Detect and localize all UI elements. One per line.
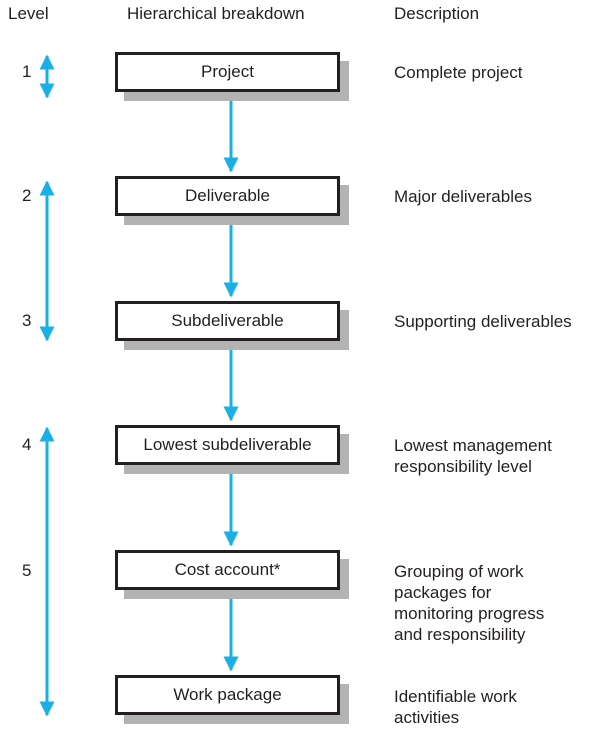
description-lowest-subdeliverable: Lowest management responsibility level (394, 436, 552, 476)
description-header: Description (394, 4, 480, 23)
cost-account-box: Cost account* (115, 550, 340, 590)
project-box: Project (115, 52, 340, 92)
description-work-package: Identifiable work activities (394, 687, 517, 727)
level-4-label: 4 (22, 435, 32, 454)
deliverable-box: Deliverable (115, 176, 340, 216)
lowest-subdeliverable-box: Lowest subdeliverable (115, 425, 340, 465)
description-deliverable: Major deliverables (394, 187, 532, 206)
level-1-label: 1 (22, 62, 32, 81)
description-subdeliverable: Supporting deliverables (394, 312, 572, 331)
subdeliverable-box: Subdeliverable (115, 301, 340, 341)
breakdown-header: Hierarchical breakdown (127, 4, 305, 23)
level-3-label: 3 (22, 311, 32, 330)
level-5-label: 5 (22, 561, 32, 580)
work-package-box: Work package (115, 675, 340, 715)
description-project: Complete project (394, 63, 523, 82)
description-cost-account: Grouping of work packages for monitoring… (394, 562, 545, 644)
level-2-label: 2 (22, 186, 32, 205)
level-header: Level (8, 4, 49, 23)
